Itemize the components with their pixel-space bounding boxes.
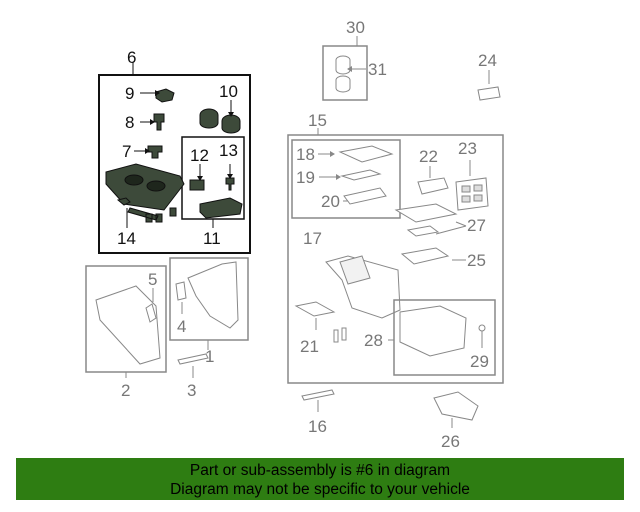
callout-16[interactable]: 16 xyxy=(308,417,327,436)
callout-10[interactable]: 10 xyxy=(219,82,238,101)
callout-2[interactable]: 2 xyxy=(121,381,130,400)
callout-13[interactable]: 13 xyxy=(219,141,238,160)
callout-28[interactable]: 28 xyxy=(364,331,383,350)
callout-18[interactable]: 18 xyxy=(296,145,315,164)
assembly-6-group[interactable] xyxy=(98,62,251,254)
part-6-panel-shape xyxy=(105,163,185,211)
callout-15[interactable]: 15 xyxy=(308,111,327,130)
info-banner: Part or sub-assembly is #6 in diagram Di… xyxy=(16,458,624,500)
callout-19[interactable]: 19 xyxy=(296,168,315,187)
banner-line-1: Part or sub-assembly is #6 in diagram xyxy=(189,462,451,479)
assembly-30-group[interactable] xyxy=(322,36,368,101)
part-26-group[interactable] xyxy=(433,391,479,428)
callout-29[interactable]: 29 xyxy=(470,352,489,371)
callout-11[interactable]: 11 xyxy=(203,229,221,248)
callout-17[interactable]: 17 xyxy=(303,229,322,248)
part-8-shape xyxy=(153,113,165,131)
callout-1[interactable]: 1 xyxy=(205,347,214,366)
callout-7[interactable]: 7 xyxy=(122,142,131,161)
callout-20[interactable]: 20 xyxy=(321,192,340,211)
callout-5[interactable]: 5 xyxy=(148,270,157,289)
callout-30[interactable]: 30 xyxy=(346,18,365,37)
side-panels-group[interactable] xyxy=(85,257,249,378)
callout-12[interactable]: 12 xyxy=(190,146,209,165)
callout-24[interactable]: 24 xyxy=(478,51,497,70)
part-7-shape xyxy=(147,145,163,159)
callout-14[interactable]: 14 xyxy=(117,229,136,248)
part-9-shape xyxy=(155,88,175,103)
assembly-15-group[interactable] xyxy=(287,128,504,384)
callout-3[interactable]: 3 xyxy=(187,381,196,400)
part-12-shape xyxy=(189,179,205,191)
callout-9[interactable]: 9 xyxy=(125,84,134,103)
parts-diagram: 6 9 10 8 7 12 13 14 11 30 31 24 15 18 22… xyxy=(85,18,504,451)
part-16-group[interactable] xyxy=(301,389,335,412)
callout-25[interactable]: 25 xyxy=(467,251,486,270)
part-14-clips xyxy=(116,197,177,223)
assembly-6-box xyxy=(98,74,251,254)
part-24-group[interactable] xyxy=(477,70,501,101)
callout-23[interactable]: 23 xyxy=(458,139,477,158)
part-11-shape xyxy=(199,197,243,219)
callout-4[interactable]: 4 xyxy=(177,317,186,336)
callout-6[interactable]: 6 xyxy=(127,48,136,67)
callout-26[interactable]: 26 xyxy=(441,432,460,451)
callout-22[interactable]: 22 xyxy=(419,147,438,166)
callout-8[interactable]: 8 xyxy=(125,113,134,132)
banner-line-2: Diagram may not be specific to your vehi… xyxy=(170,481,470,498)
callout-31[interactable]: 31 xyxy=(368,60,387,79)
callout-27[interactable]: 27 xyxy=(467,216,486,235)
part-13-shape xyxy=(225,177,235,191)
callout-21[interactable]: 21 xyxy=(300,337,319,356)
